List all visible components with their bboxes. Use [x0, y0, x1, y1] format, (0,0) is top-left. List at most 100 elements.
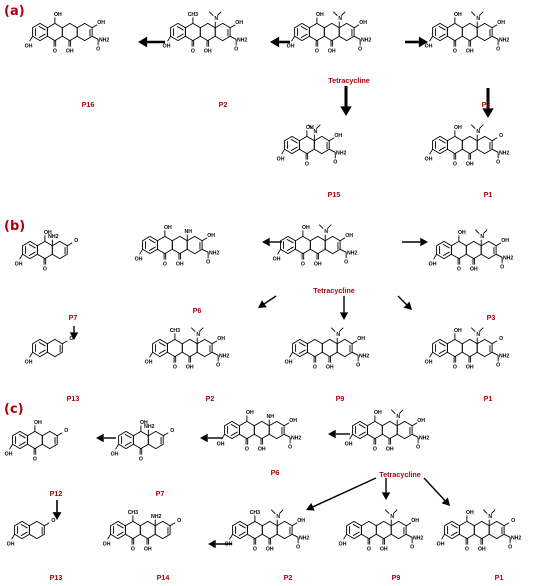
panel-label-a: (a): [4, 4, 25, 19]
svg-text:OH: OH: [437, 541, 445, 547]
svg-text:NH2: NH2: [291, 435, 301, 441]
svg-text:O: O: [253, 547, 257, 553]
arrow-tc-to-p9-b: [339, 296, 349, 320]
label-p16-a: P16: [81, 100, 95, 109]
svg-text:OH: OH: [207, 233, 215, 239]
svg-text:N: N: [338, 16, 342, 22]
label-p9-b: P9: [335, 394, 345, 403]
svg-text:NH2: NH2: [503, 255, 513, 261]
svg-text:OH: OH: [66, 49, 74, 55]
svg-text:OH: OH: [374, 410, 382, 416]
svg-text:O: O: [296, 544, 300, 550]
svg-text:OH: OH: [7, 541, 15, 547]
svg-text:OH: OH: [316, 12, 324, 18]
svg-text:OH: OH: [217, 441, 225, 447]
svg-text:OH: OH: [411, 518, 419, 524]
svg-text:O: O: [410, 544, 414, 550]
arrow-p7-to-p13-b: [69, 326, 79, 340]
label-p1-b: P1: [483, 394, 493, 403]
svg-text:N: N: [480, 234, 484, 240]
svg-text:OH: OH: [145, 359, 153, 365]
svg-text:OH: OH: [357, 336, 365, 342]
svg-text:OH: OH: [266, 547, 274, 553]
structure-p13-b: OH O: [25, 336, 74, 365]
svg-text:OH: OH: [454, 125, 462, 131]
panel-label-c: (c): [4, 402, 24, 417]
svg-text:O: O: [191, 49, 195, 55]
svg-text:CH3: CH3: [188, 12, 198, 18]
svg-text:OH: OH: [111, 451, 119, 457]
svg-text:O: O: [301, 262, 305, 268]
svg-text:O: O: [173, 365, 177, 371]
label-p13-b: P13: [66, 394, 80, 403]
label-p2-a: P2: [218, 100, 228, 109]
svg-text:OH: OH: [386, 447, 394, 453]
svg-text:O: O: [206, 259, 210, 265]
label-p9-c: P9: [391, 573, 401, 582]
svg-text:OH: OH: [135, 256, 143, 262]
svg-text:O: O: [177, 518, 181, 524]
svg-text:N: N: [476, 332, 480, 338]
svg-text:NH2: NH2: [413, 535, 423, 541]
svg-text:N: N: [488, 514, 492, 520]
label-p14-c: P14: [156, 573, 170, 582]
svg-text:OH: OH: [359, 20, 367, 26]
svg-text:OH: OH: [339, 541, 347, 547]
svg-text:N: N: [324, 229, 328, 235]
svg-text:OH: OH: [97, 20, 105, 26]
svg-text:O: O: [234, 46, 238, 52]
arrow-tc-to-p6-b: [262, 237, 282, 247]
svg-text:OH: OH: [478, 547, 486, 553]
svg-text:NH2: NH2: [499, 150, 509, 156]
svg-text:O: O: [216, 362, 220, 368]
svg-text:OH: OH: [258, 447, 266, 453]
svg-text:O: O: [453, 365, 457, 371]
arrow-tc-to-p2-a: [270, 36, 290, 48]
svg-text:OH: OH: [25, 359, 33, 365]
svg-text:OH: OH: [15, 261, 23, 267]
label-p2-c: P2: [283, 573, 293, 582]
svg-text:OH: OH: [297, 518, 305, 524]
arrow-tc-to-p2-c: [306, 477, 377, 511]
svg-text:OH: OH: [103, 541, 111, 547]
svg-text:O: O: [64, 428, 68, 434]
svg-text:OH: OH: [425, 43, 433, 49]
svg-text:O: O: [53, 49, 57, 55]
svg-text:N: N: [214, 16, 218, 22]
svg-text:NH2: NH2: [359, 353, 369, 359]
svg-text:OH: OH: [326, 365, 334, 371]
label-tetracycline-b: Tetracycline: [313, 286, 355, 295]
arrow-tc-to-p3-a: [405, 36, 428, 48]
svg-text:O: O: [131, 547, 135, 553]
arrow-tc-to-p1-c: [423, 477, 450, 506]
svg-text:O: O: [499, 336, 503, 342]
svg-text:O: O: [163, 262, 167, 268]
svg-text:N: N: [476, 129, 480, 135]
arrow-tc-to-p1-b: [397, 295, 412, 310]
svg-text:OH: OH: [328, 49, 336, 55]
svg-text:OH: OH: [497, 20, 505, 26]
svg-text:NH2: NH2: [419, 435, 429, 441]
svg-text:O: O: [245, 447, 249, 453]
label-p2-b: P2: [205, 394, 215, 403]
structure-p13-c: OHO: [7, 518, 56, 547]
svg-text:O: O: [500, 264, 504, 270]
svg-text:OH: OH: [140, 420, 148, 426]
panel-label-b: (b): [4, 219, 26, 234]
svg-text:OH: OH: [345, 441, 353, 447]
svg-text:O: O: [333, 159, 337, 165]
svg-text:O: O: [69, 336, 73, 342]
svg-text:OH: OH: [314, 262, 322, 268]
